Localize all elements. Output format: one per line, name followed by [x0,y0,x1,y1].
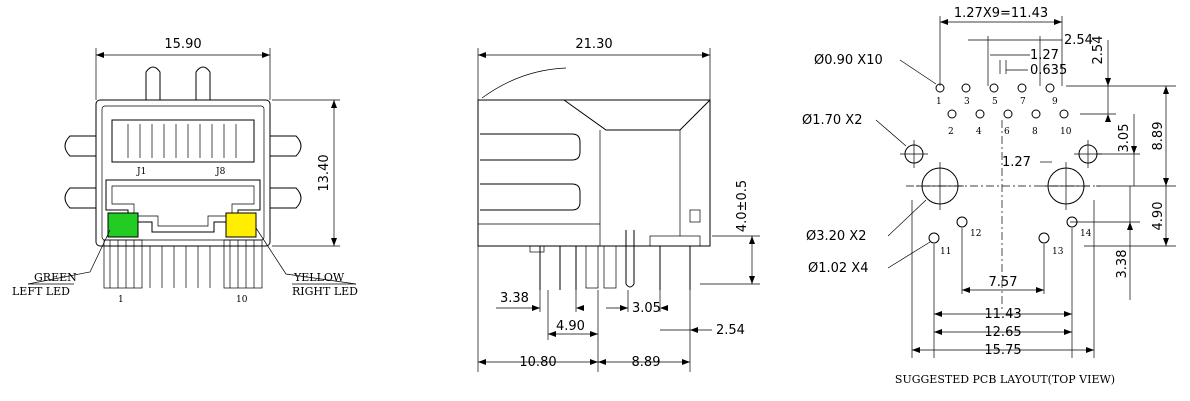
pin-holes [935,83,1069,119]
hole-102-label: Ø1.02 X4 [808,261,869,276]
pcb-dim-127-top: 1.27 [1030,48,1059,63]
hole-170-label: Ø1.70 X2 [802,113,863,128]
pin-12: 12 [970,229,981,239]
pcb-dim-1265: 12.65 [984,325,1021,340]
side-dim-338: 3.38 [500,291,529,306]
pin-5: 5 [992,97,998,107]
pin-2: 2 [948,127,954,137]
pcb-layout: 1.27X9=11.43 2.54 1.27 0.635 2.54 8.89 3… [802,6,1176,386]
pin-4: 4 [976,127,982,137]
side-dim-490: 4.90 [556,319,585,334]
pin-label-j1: J1 [136,167,146,177]
pcb-dim-1575: 15.75 [984,343,1021,358]
pin-first-label: 1 [118,295,124,305]
side-view: 21.30 4.0±0.5 3.38 [477,37,760,372]
pin-last-label: 10 [236,295,248,305]
hole-090-label: Ø0.90 X10 [814,53,883,68]
pcb-dim-1143: 11.43 [984,307,1021,322]
pin-11: 11 [940,247,951,257]
green-led-label-2: LEFT LED [12,285,70,298]
yellow-led [225,212,257,238]
green-led-label-1: GREEN [34,271,77,284]
side-length-dim: 21.30 [575,37,612,52]
rj45-contacts [127,124,237,158]
side-dim-305: 3.05 [632,301,661,316]
pcb-dim-889: 8.89 [1151,122,1166,151]
front-width-dim: 15.90 [164,37,201,52]
front-height-dim: 13.40 [317,154,332,191]
side-dim-889: 8.89 [632,355,661,370]
pcb-dim-338: 3.38 [1115,250,1130,279]
pin-3: 3 [964,97,970,107]
pin-9: 9 [1052,97,1058,107]
pin-8: 8 [1032,127,1038,137]
yellow-led-label-1: YELLOW [293,271,345,284]
pin-1: 1 [936,97,942,107]
pin-6: 6 [1004,127,1010,137]
pcb-caption: SUGGESTED PCB LAYOUT(TOP VIEW) [895,373,1115,386]
pcb-dim-0635: 0.635 [1030,63,1067,78]
pin-7: 7 [1020,97,1026,107]
pin-10: 10 [1060,127,1072,137]
pcb-pitch-total: 1.27X9=11.43 [954,6,1048,21]
pcb-dim-254-top: 2.54 [1064,33,1093,48]
yellow-led-label-2: RIGHT LED [292,285,358,298]
pin-label-j8: J8 [215,167,226,177]
pcb-dim-305: 3.05 [1117,124,1132,153]
standoff-dim: 4.0±0.5 [735,180,750,232]
front-view: 15.90 13.40 [12,37,358,305]
front-pins [103,239,263,289]
pin-14: 14 [1080,229,1092,239]
side-dim-254: 2.54 [716,323,745,338]
side-dim-1080: 10.80 [519,355,556,370]
pcb-dim-254-right: 2.54 [1091,36,1106,65]
green-led [107,212,139,238]
pcb-dim-127-mid: 1.27 [1002,155,1031,170]
pin-13: 13 [1052,247,1064,257]
pcb-dim-490: 4.90 [1151,202,1166,231]
pcb-dim-757: 7.57 [989,275,1018,290]
hole-320-label: Ø3.20 X2 [806,229,867,244]
